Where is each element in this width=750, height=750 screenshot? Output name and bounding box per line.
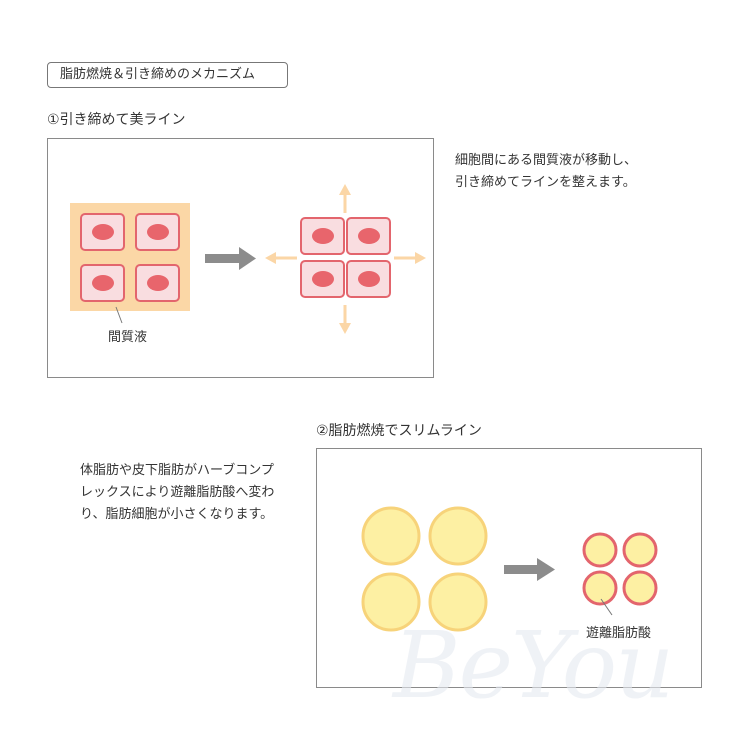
cell bbox=[135, 213, 180, 251]
cell bbox=[80, 264, 125, 302]
cell bbox=[300, 260, 345, 298]
description-line: 体脂肪や皮下脂肪がハーブコンプ bbox=[80, 463, 274, 478]
cell bbox=[346, 260, 391, 298]
small-fat-cell bbox=[582, 532, 618, 568]
small-fat-cells bbox=[582, 532, 658, 606]
fat-cell bbox=[361, 506, 421, 566]
cell-nucleus bbox=[147, 275, 169, 291]
small-fat-cell bbox=[622, 532, 658, 568]
cell-nucleus bbox=[358, 271, 380, 287]
description-line: 細胞間にある間質液が移動し、 bbox=[455, 153, 638, 168]
cell-nucleus bbox=[312, 228, 334, 244]
description-line: り、脂肪細胞が小さくなります。 bbox=[80, 507, 274, 522]
cell bbox=[300, 217, 345, 255]
cell-nucleus bbox=[358, 228, 380, 244]
fat-cell bbox=[428, 506, 488, 566]
small-fat-cell bbox=[582, 570, 618, 606]
fat-burning-diagram-panel bbox=[316, 448, 702, 688]
beyou-watermark: BeYou bbox=[393, 612, 674, 719]
fat-cell bbox=[428, 572, 488, 632]
cell-nucleus bbox=[92, 224, 114, 240]
description-line: レックスにより遊離脂肪酸へ変わ bbox=[80, 485, 275, 500]
fat-burning-diagram bbox=[361, 506, 658, 632]
cell bbox=[346, 217, 391, 255]
section2-description: 体脂肪や皮下脂肪がハーブコンプ レックスにより遊離脂肪酸へ変わ り、脂肪細胞が小… bbox=[80, 460, 274, 526]
section1-description: 細胞間にある間質液が移動し、 引き締めてラインを整えます。 bbox=[455, 150, 637, 194]
small-fat-cell bbox=[622, 570, 658, 606]
transition-arrow bbox=[504, 558, 555, 581]
description-line: 引き締めてラインを整えます。 bbox=[455, 175, 636, 190]
before-cells bbox=[80, 213, 180, 302]
cell-nucleus bbox=[312, 271, 334, 287]
expansion-arrows bbox=[265, 184, 426, 334]
cell bbox=[80, 213, 125, 251]
section2-heading: ②脂肪燃焼でスリムライン bbox=[316, 423, 482, 439]
free-fatty-acid-label: 遊離脂肪酸 bbox=[586, 626, 652, 641]
after-cells bbox=[300, 217, 391, 298]
interstitial-fluid-label: 間質液 bbox=[108, 330, 148, 345]
cell-nucleus bbox=[92, 275, 114, 291]
large-fat-cells bbox=[361, 506, 488, 632]
ffa-leader-line bbox=[600, 598, 613, 616]
tightening-diagram-panel bbox=[47, 138, 434, 378]
fat-cell bbox=[361, 572, 421, 632]
mechanism-title-tag: 脂肪燃焼＆引き締めのメカニズム bbox=[47, 62, 288, 88]
tightening-diagram bbox=[70, 184, 426, 334]
section1-heading: ①引き締めて美ライン bbox=[47, 112, 186, 128]
cell-nucleus bbox=[147, 224, 169, 240]
transition-arrow bbox=[205, 247, 256, 270]
interstitial-leader-line bbox=[115, 306, 123, 324]
cell bbox=[135, 264, 180, 302]
